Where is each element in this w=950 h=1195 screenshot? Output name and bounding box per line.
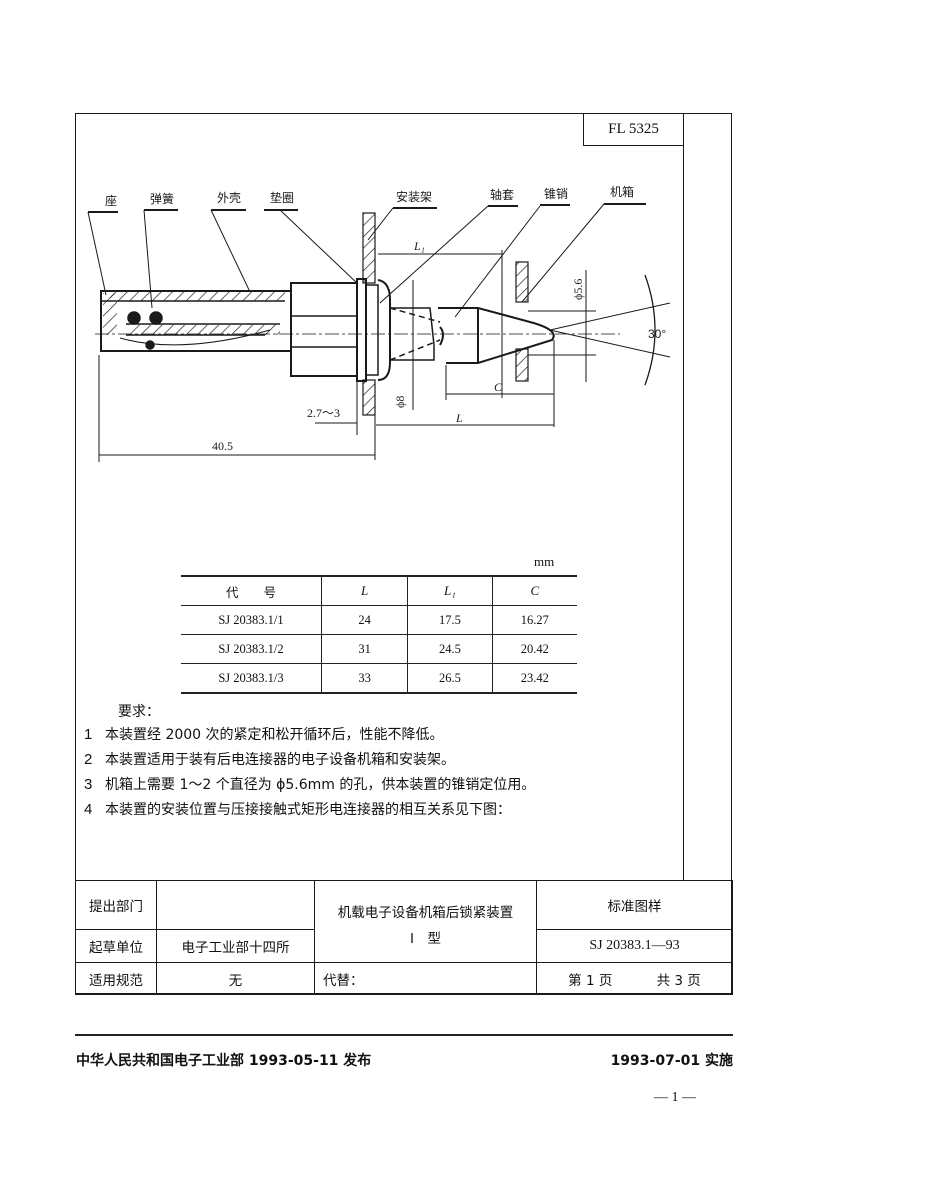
requirement-text: 本装置的安装位置与压接接触式矩形电连接器的相互关系见下图： bbox=[105, 802, 511, 818]
header-code: 代 号 bbox=[181, 575, 322, 606]
cell-code: SJ 20383.1/3 bbox=[181, 663, 322, 694]
dimension-table: 代 号 L L₁ C SJ 20383.1/1 24 17.5 16.27 SJ… bbox=[181, 575, 577, 694]
cell-L1: 26.5 bbox=[407, 663, 493, 694]
requirement-item: 2 本装置适用于装有后电连接器的电子设备机箱和安装架。 bbox=[84, 749, 455, 769]
label-washer: 垫圈 bbox=[270, 190, 294, 205]
cell-L: 33 bbox=[321, 663, 408, 694]
footer-divider bbox=[75, 1034, 733, 1036]
table-row: SJ 20383.1/3 33 26.5 23.42 bbox=[181, 663, 577, 694]
label-mounting-frame: 安装架 bbox=[396, 189, 432, 204]
document-title: 机载电子设备机箱后锁紧装置 I 型 bbox=[314, 880, 537, 963]
requirement-text: 本装置适用于装有后电连接器的电子设备机箱和安装架。 bbox=[105, 752, 455, 768]
table-row: SJ 20383.1/2 31 24.5 20.42 bbox=[181, 634, 577, 664]
dim-overall: 40.5 bbox=[212, 439, 233, 453]
dim-L: L bbox=[455, 411, 463, 425]
scope-value: 无 bbox=[156, 962, 315, 995]
cell-C: 23.42 bbox=[491, 663, 577, 694]
label-taper-pin: 锥销 bbox=[544, 187, 568, 201]
proposer-label: 提出部门 bbox=[75, 880, 157, 930]
document-code: FL 5325 bbox=[583, 113, 683, 146]
cell-code: SJ 20383.1/2 bbox=[181, 634, 322, 664]
cell-C: 16.27 bbox=[491, 605, 577, 635]
cell-C: 20.42 bbox=[491, 634, 577, 664]
requirement-text: 本装置经 2000 次的紧定和松开循环后，性能不降低。 bbox=[105, 727, 444, 743]
standard-number: SJ 20383.1—93 bbox=[536, 929, 733, 963]
title-block: 提出部门 机载电子设备机箱后锁紧装置 I 型 标准图样 起草单位 电子工业部十四… bbox=[75, 880, 733, 995]
table-unit: mm bbox=[534, 554, 555, 569]
table-row: SJ 20383.1/1 24 17.5 16.27 bbox=[181, 605, 577, 635]
technical-drawing: 座 弹簧 外壳 垫圈 安装架 轴套 锥销 机箱 L₁ C L ϕ8 ϕ5.6 3… bbox=[87, 184, 671, 462]
requirement-number: 3 bbox=[84, 776, 93, 793]
page-current: 第 1 页 bbox=[568, 972, 613, 989]
frame-inner-line bbox=[683, 113, 684, 880]
header-L: L bbox=[321, 575, 408, 606]
page-info: 第 1 页 共 3 页 bbox=[536, 962, 733, 995]
title-line-2: I 型 bbox=[410, 930, 441, 947]
label-sleeve: 轴套 bbox=[490, 187, 514, 202]
table-header-row: 代 号 L L₁ C bbox=[181, 575, 577, 606]
requirements-title: 要求： bbox=[118, 704, 160, 720]
header-L1: L₁ bbox=[407, 575, 493, 606]
requirement-text: 机箱上需要 1～2 个直径为 ϕ5.6mm 的孔，供本装置的锥销定位用。 bbox=[105, 777, 536, 793]
effective-date: 1993-07-01 实施 bbox=[610, 1053, 733, 1069]
title-line-1: 机载电子设备机箱后锁紧装置 bbox=[337, 904, 514, 921]
category: 标准图样 bbox=[536, 880, 733, 930]
header-C: C bbox=[491, 575, 577, 606]
replaces: 代替： bbox=[314, 962, 537, 995]
page-number: — 1 — bbox=[654, 1090, 696, 1105]
cell-L1: 17.5 bbox=[407, 605, 493, 635]
dim-gap: 2.7～3 bbox=[307, 406, 340, 420]
label-spring: 弹簧 bbox=[150, 191, 174, 206]
dim-phi8: ϕ8 bbox=[393, 396, 407, 408]
cell-L: 31 bbox=[321, 634, 408, 664]
issued-statement: 中华人民共和国电子工业部 1993-05-11 发布 bbox=[76, 1053, 372, 1069]
proposer-value bbox=[156, 880, 315, 930]
label-seat: 座 bbox=[105, 193, 117, 208]
label-chassis: 机箱 bbox=[610, 184, 634, 199]
cell-L: 24 bbox=[321, 605, 408, 635]
requirement-number: 1 bbox=[84, 726, 93, 743]
cell-code: SJ 20383.1/1 bbox=[181, 605, 322, 635]
requirement-number: 2 bbox=[84, 751, 93, 768]
dim-angle: 30° bbox=[648, 327, 666, 341]
dim-L1: L₁ bbox=[413, 239, 425, 253]
dim-C: C bbox=[494, 380, 503, 394]
dim-phi5-6: ϕ5.6 bbox=[571, 279, 585, 300]
requirement-item: 4 本装置的安装位置与压接接触式矩形电连接器的相互关系见下图： bbox=[84, 799, 511, 819]
requirement-item: 3 机箱上需要 1～2 个直径为 ϕ5.6mm 的孔，供本装置的锥销定位用。 bbox=[84, 774, 535, 794]
label-shell: 外壳 bbox=[217, 191, 241, 205]
drafter-value: 电子工业部十四所 bbox=[156, 929, 315, 963]
drafter-label: 起草单位 bbox=[75, 929, 157, 963]
requirement-number: 4 bbox=[84, 801, 93, 818]
cell-L1: 24.5 bbox=[407, 634, 493, 664]
requirement-item: 1 本装置经 2000 次的紧定和松开循环后，性能不降低。 bbox=[84, 724, 444, 744]
scope-label: 适用规范 bbox=[75, 962, 157, 995]
page-total: 共 3 页 bbox=[656, 972, 701, 989]
